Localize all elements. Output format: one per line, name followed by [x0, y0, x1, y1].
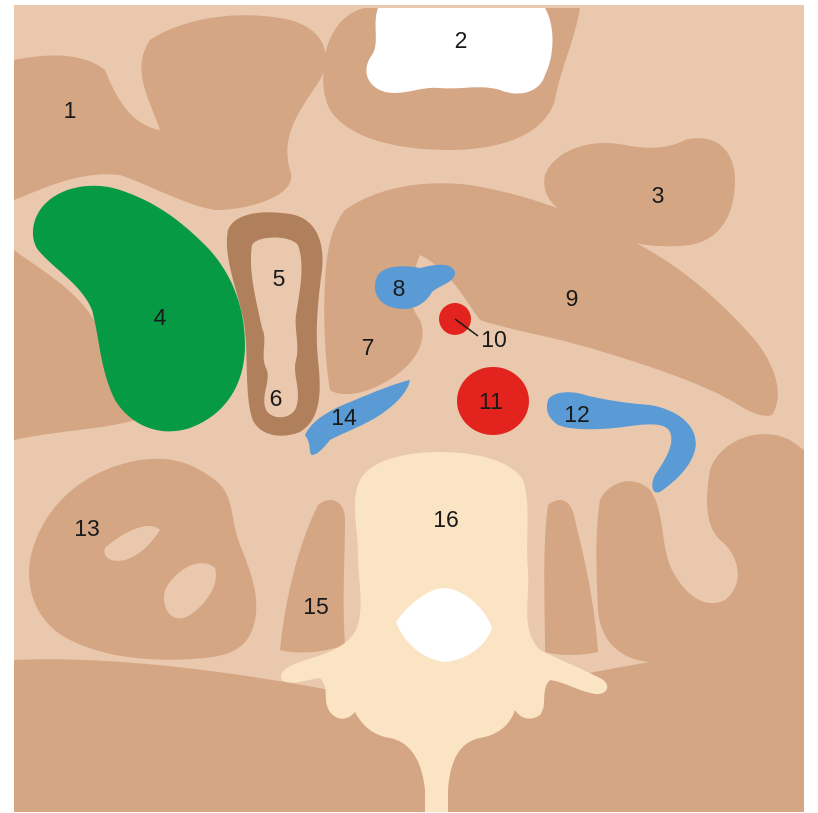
label-2: 2: [455, 27, 468, 53]
label-11: 11: [479, 388, 503, 414]
label-10: 10: [481, 326, 507, 352]
label-5: 5: [273, 265, 286, 291]
label-15: 15: [303, 593, 329, 619]
label-14: 14: [331, 404, 357, 430]
label-8: 8: [393, 275, 406, 301]
label-12: 12: [564, 401, 590, 427]
label-13: 13: [74, 515, 100, 541]
label-6: 6: [270, 385, 283, 411]
label-3: 3: [652, 182, 665, 208]
label-9: 9: [566, 285, 579, 311]
label-4: 4: [154, 304, 167, 330]
label-7: 7: [362, 334, 375, 360]
label-1: 1: [64, 97, 77, 123]
label-16: 16: [433, 506, 459, 532]
